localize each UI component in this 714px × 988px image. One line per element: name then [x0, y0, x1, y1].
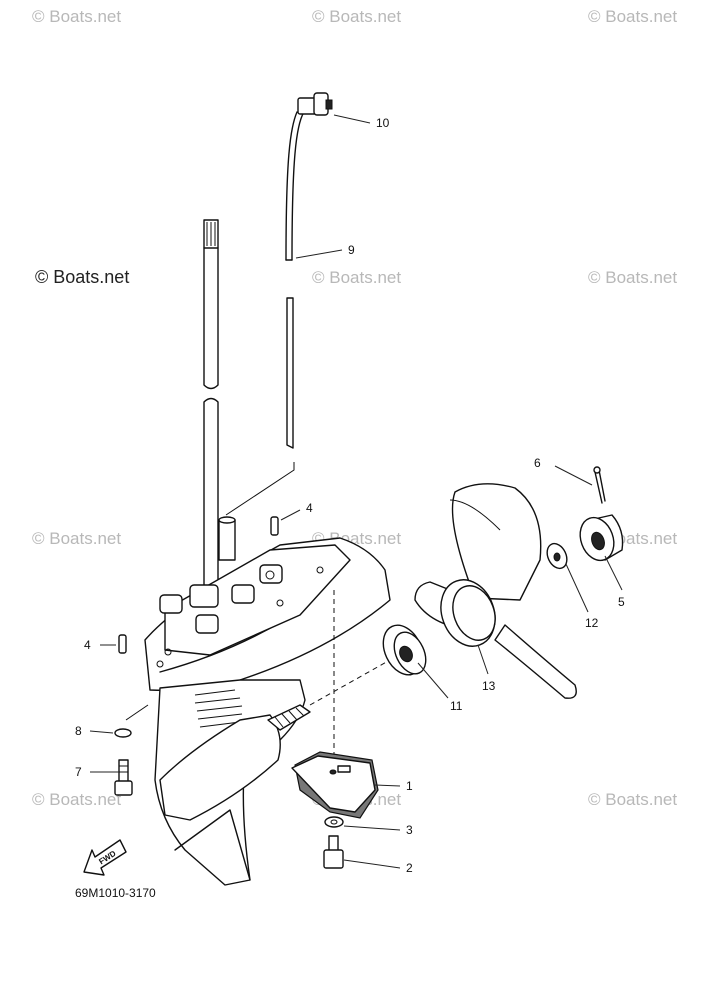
drawing-code: 69M1010-3170	[75, 886, 156, 900]
callout-5: 7	[75, 765, 82, 779]
callout-9: 11	[450, 699, 463, 713]
drive-shaft	[203, 219, 236, 591]
watermark: © Boats.net	[32, 790, 121, 809]
anode-assembly	[291, 751, 379, 869]
callout-13: 13	[482, 679, 496, 693]
callout-1: 1	[406, 779, 413, 793]
watermark-layer: © Boats.net © Boats.net © Boats.net © Bo…	[32, 7, 677, 809]
callout-3: 3	[406, 823, 413, 837]
bolt-5-and-washer-6	[114, 704, 149, 796]
callout-6: 8	[75, 724, 82, 738]
watermark: © Boats.net	[312, 268, 401, 287]
cotter-pin-11	[593, 466, 606, 504]
watermark: © Boats.net	[588, 7, 677, 26]
watermark: © Boats.net	[312, 7, 401, 26]
fwd-arrow-icon: FWD	[83, 839, 127, 876]
callout-2: 2	[406, 861, 413, 875]
prop-nut-10	[579, 514, 624, 562]
callout-12: 12	[585, 616, 599, 630]
thrust-washer-9	[382, 624, 427, 676]
callout-labels: 10 9 4 4 8 7 1 3 2 11 13 12 5 6	[75, 116, 625, 875]
watermark: © Boats.net	[588, 790, 677, 809]
water-tube-assembly	[225, 92, 333, 516]
lower-unit-housing	[144, 537, 391, 886]
callout-7: 9	[348, 243, 355, 257]
callout-4-lower: 4	[84, 638, 91, 652]
propeller-13	[414, 483, 577, 699]
washer-12	[546, 542, 568, 570]
leader-lines	[89, 114, 623, 869]
callout-10: 5	[618, 595, 625, 609]
callout-11: 6	[534, 456, 541, 470]
watermark-dark: © Boats.net	[35, 267, 129, 287]
callout-8: 10	[376, 116, 390, 130]
watermark: © Boats.net	[588, 268, 677, 287]
callout-4-upper: 4	[306, 501, 313, 515]
watermark: © Boats.net	[32, 7, 121, 26]
watermark: © Boats.net	[32, 529, 121, 548]
dowel-pins	[118, 516, 279, 654]
